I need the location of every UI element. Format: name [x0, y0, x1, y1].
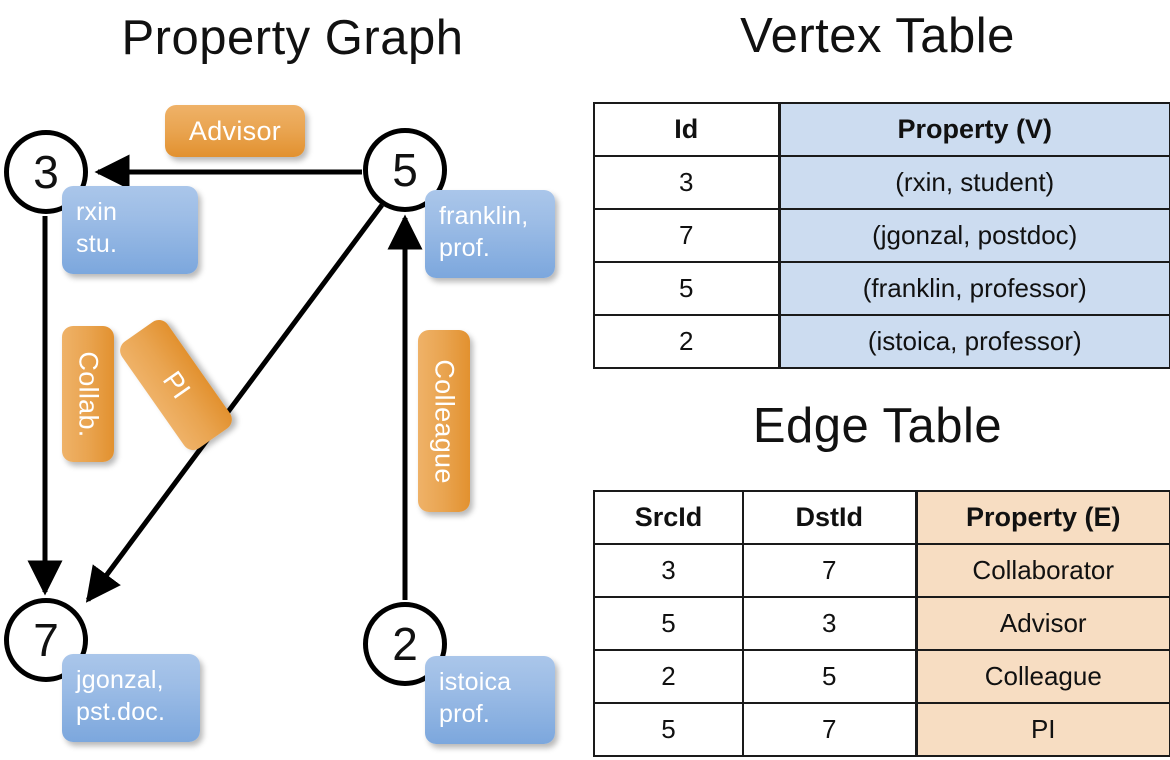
vertex-property-line-1: jgonzal,	[76, 666, 164, 694]
table-row: 2 (istoica, professor)	[593, 314, 1170, 369]
property-graph-diagram: 3 5 7 2 rxin stu. franklin, prof. jgonza…	[4, 105, 555, 744]
edge-table-header-property: Property (E)	[914, 490, 1170, 545]
vertex-property-line-1: rxin	[76, 198, 118, 226]
edge-label-collab: Collab.	[62, 326, 114, 462]
page-title-edge-table: Edge Table	[752, 399, 1003, 453]
edge-cell-property: Advisor	[914, 596, 1170, 651]
table-row: 5 7 PI	[593, 702, 1170, 757]
edge-label-pi-text: PI	[156, 365, 197, 405]
page-title-property-graph: Property Graph	[121, 11, 464, 65]
edge-label-advisor: Advisor	[165, 105, 305, 157]
edge-label-colleague-text: Colleague	[429, 358, 460, 484]
table-row: 2 5 Colleague	[593, 649, 1170, 704]
vertex-property-box-5: franklin, prof.	[425, 190, 555, 278]
vertex-cell-id: 7	[593, 208, 780, 263]
vertex-cell-property: (rxin, student)	[777, 155, 1170, 210]
edge-cell-srcid: 2	[593, 649, 744, 704]
edge-cell-dstid: 3	[742, 596, 917, 651]
vertex-property-line-2: prof.	[439, 700, 491, 728]
graph-edges-svg	[27, 154, 423, 603]
vertex-property-box-7: jgonzal, pst.doc.	[62, 654, 200, 742]
edge-cell-srcid: 5	[593, 596, 744, 651]
table-header-row: SrcId DstId Property (E)	[593, 490, 1170, 545]
edge-label-advisor-text: Advisor	[188, 115, 282, 146]
vertex-cell-property: (istoica, professor)	[777, 314, 1170, 369]
edge-label-collab-text: Collab.	[73, 350, 104, 438]
edge-cell-dstid: 7	[742, 702, 917, 757]
vertex-cell-id: 5	[593, 261, 780, 316]
vertex-table: Id Property (V) 3 (rxin, student) 7 (jgo…	[593, 102, 1170, 369]
table-row: 3 7 Collaborator	[593, 543, 1170, 598]
vertex-cell-property: (franklin, professor)	[777, 261, 1170, 316]
edge-table: SrcId DstId Property (E) 3 7 Collaborato…	[593, 490, 1170, 757]
table-header-row: Id Property (V)	[593, 102, 1170, 157]
edge-table-header-srcid: SrcId	[593, 490, 744, 545]
edge-cell-srcid: 5	[593, 702, 744, 757]
table-row: 3 (rxin, student)	[593, 155, 1170, 210]
vertex-cell-id: 2	[593, 314, 780, 369]
vertex-property-line-1: istoica	[439, 668, 512, 696]
page-title-vertex-table: Vertex Table	[740, 9, 1015, 63]
vertex-property-box-2: istoica prof.	[425, 656, 555, 744]
table-row: 7 (jgonzal, postdoc)	[593, 208, 1170, 263]
edge-cell-dstid: 7	[742, 543, 917, 598]
edge-5-to-7-pi	[85, 203, 385, 603]
vertex-table-header-property: Property (V)	[777, 102, 1170, 157]
edge-label-colleague: Colleague	[418, 330, 470, 512]
edge-cell-srcid: 3	[593, 543, 744, 598]
vertex-table-header-id: Id	[593, 102, 780, 157]
vertex-property-line-2: pst.doc.	[76, 698, 166, 726]
edge-cell-dstid: 5	[742, 649, 917, 704]
vertex-property-line-1: franklin,	[439, 202, 529, 230]
table-row: 5 3 Advisor	[593, 596, 1170, 651]
vertex-cell-property: (jgonzal, postdoc)	[777, 208, 1170, 263]
graph-node-2[interactable]: 2	[363, 602, 447, 686]
edge-table-header-dstid: DstId	[742, 490, 917, 545]
edge-cell-property: Collaborator	[914, 543, 1170, 598]
graph-node-5[interactable]: 5	[363, 128, 447, 212]
vertex-property-line-2: prof.	[439, 234, 491, 262]
edge-cell-property: Colleague	[914, 649, 1170, 704]
vertex-cell-id: 3	[593, 155, 780, 210]
vertex-property-line-2: stu.	[76, 230, 118, 258]
edge-cell-property: PI	[914, 702, 1170, 757]
table-row: 5 (franklin, professor)	[593, 261, 1170, 316]
vertex-property-box-3: rxin stu.	[62, 186, 198, 274]
